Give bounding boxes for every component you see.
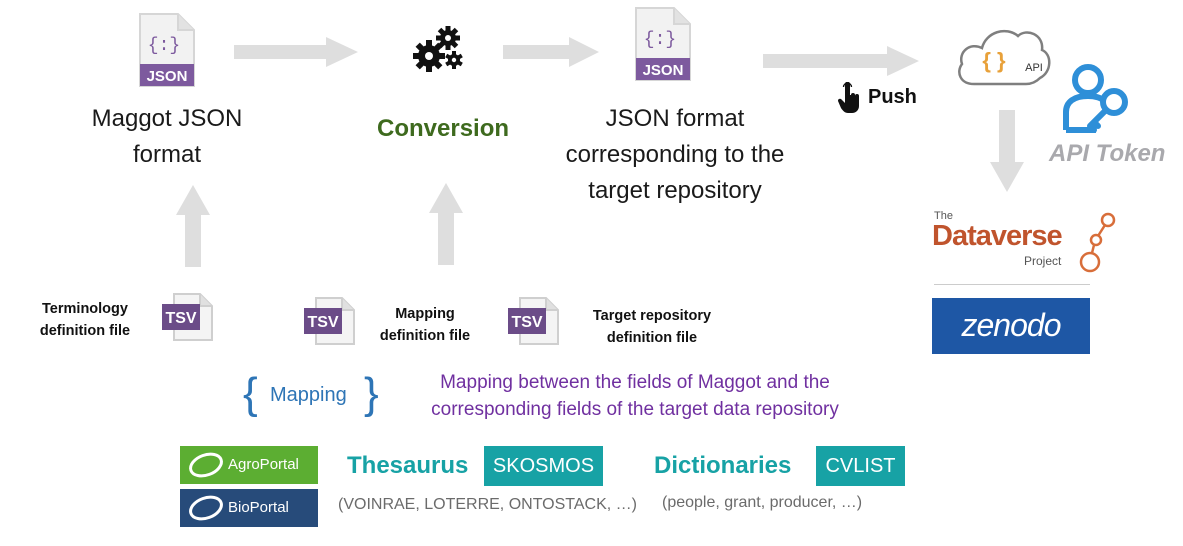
arrow-up-icon — [429, 183, 463, 265]
target-repository-tsv-file-icon: TSV — [506, 296, 562, 351]
json-glyph: {:} — [644, 30, 676, 50]
tsv-icon-label: TSV — [165, 310, 196, 327]
gears-icon — [410, 24, 466, 81]
agroportal-label: AgroPortal — [228, 456, 299, 473]
terminology-tsv-file-icon: TSV — [160, 292, 216, 347]
arrow-right-icon — [234, 37, 358, 67]
mapping-open-brace: { — [243, 369, 258, 418]
zenodo-logo: zenodo — [932, 298, 1090, 354]
json-glyph: {:} — [148, 36, 180, 56]
dictionaries-heading: Dictionaries — [654, 452, 792, 479]
api-token-label: API Token — [1049, 140, 1166, 167]
maggot-json-file-icon: JSON {:} — [138, 12, 198, 88]
arrow-right-icon — [763, 46, 919, 76]
mapping-label: Mapping — [270, 384, 347, 406]
repository-divider — [934, 284, 1090, 285]
mapping-close-brace: } — [364, 369, 379, 418]
api-braces-glyph: { } — [982, 48, 1006, 73]
dataverse-nodes-icon — [1079, 212, 1116, 273]
api-icon-label: API — [1025, 62, 1043, 74]
mapping-description: Mapping between the fields of Maggot and… — [431, 372, 839, 420]
cloud-api-icon: { } API — [954, 22, 1054, 97]
pointer-hand-icon — [837, 81, 861, 119]
bioportal-logo: BioPortal — [180, 489, 318, 527]
mapping-definition-label: Mapping definition file — [379, 306, 471, 344]
target-json-file-icon: JSON {:} — [634, 6, 694, 82]
dataverse-logo: The Dataverse Project — [932, 210, 1116, 274]
dictionaries-examples: (people, grant, producer, …) — [662, 494, 863, 511]
terminology-definition-label: Terminology definition file — [39, 301, 131, 339]
agroportal-logo: AgroPortal — [180, 446, 318, 484]
json-icon-label: JSON — [643, 62, 684, 79]
bioportal-label: BioPortal — [228, 499, 289, 516]
thesaurus-heading: Thesaurus — [347, 452, 469, 479]
json-icon-label: JSON — [147, 68, 188, 85]
tsv-icon-label: TSV — [307, 314, 338, 331]
target-repository-definition-label: Target repository definition file — [592, 308, 712, 346]
maggot-json-format-label: Maggot JSON format — [91, 105, 243, 168]
cvlist-badge: CVLIST — [816, 446, 905, 486]
arrow-right-icon — [503, 37, 599, 67]
arrow-down-icon — [990, 110, 1024, 192]
thesaurus-examples: (VOINRAE, LOTERRE, ONTOSTACK, …) — [338, 496, 637, 513]
target-json-format-label: JSON format corresponding to the target … — [565, 105, 785, 204]
user-key-icon — [1060, 62, 1134, 139]
arrow-up-icon — [176, 185, 210, 267]
conversion-label: Conversion — [377, 115, 510, 142]
push-label: Push — [868, 86, 917, 108]
mapping-tsv-file-icon: TSV — [302, 296, 358, 351]
tsv-icon-label: TSV — [511, 314, 542, 331]
skosmos-badge: SKOSMOS — [484, 446, 603, 486]
